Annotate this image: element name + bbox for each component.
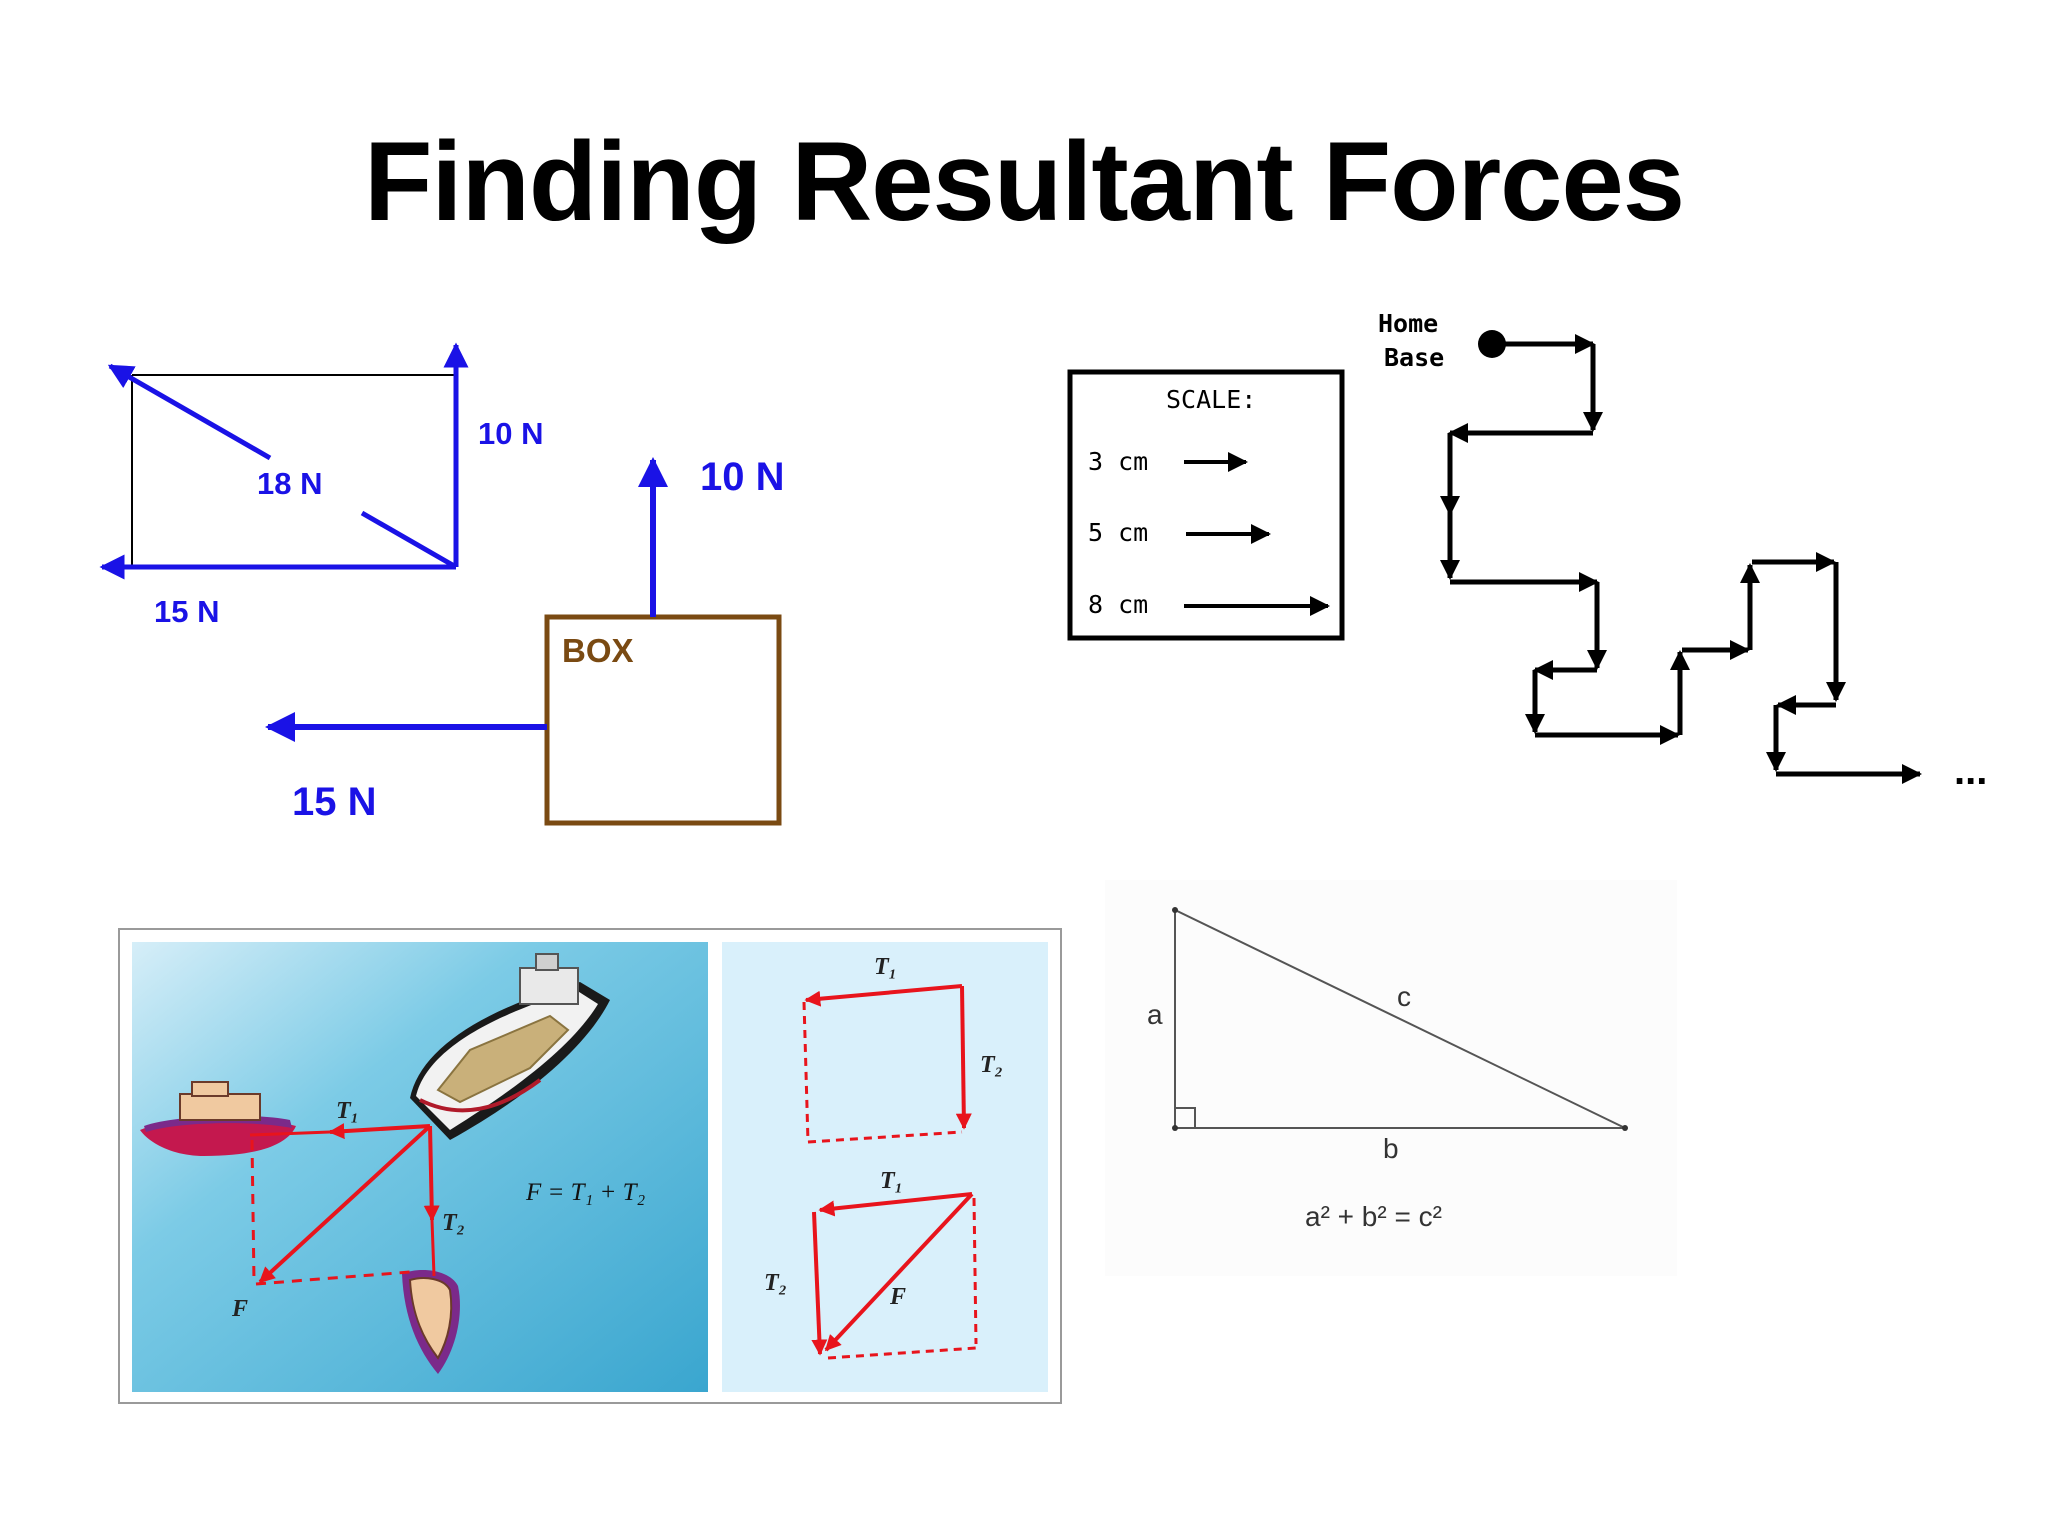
home-base-label-line1: Home [1378,309,1438,338]
pythagorean-equation: a² + b² = c² [1305,1201,1442,1232]
t1-vector [328,1123,431,1140]
vector-panel-background [722,942,1048,1392]
up-force-label: 10 N [700,455,785,499]
vertical-force-label: 10 N [478,416,543,451]
box-shape [544,614,782,826]
ships-diagram: T₁ T₂ F F = T₁ + T₂ T₁ T₂ T₁ T₂ F [118,928,1062,1404]
scale-heading: SCALE: [1166,385,1256,414]
home-base-path-diagram: Home Base ... [1378,309,1987,793]
scale-row-label: 3 cm [1088,447,1148,476]
scale-row-label: 5 cm [1088,518,1148,547]
panel-bottom-f-vector [824,1192,974,1352]
t2-vector [423,1125,440,1222]
t1-rope [249,1130,331,1137]
panel-t2-label: T₂ [980,1052,1003,1078]
vertex-dot [1172,907,1178,913]
scale-legend: SCALE: 3 cm 5 cm 8 cm [1067,369,1345,641]
dashed-edge [255,1270,411,1286]
panel-bottom-f-label: F [889,1284,906,1310]
right-triangle-diagram: a b c a² + b² = c² [1105,880,1677,1276]
t2-rope [430,1219,436,1277]
panel-bottom-t1-label: T₁ [880,1168,903,1194]
diagonal-force-label: 18 N [257,466,322,501]
home-base-label-line2: Base [1384,343,1444,372]
ships-diagram-svg: T₁ T₂ F F = T₁ + T₂ T₁ T₂ T₁ T₂ F [132,942,1048,1392]
panel-t1-vector [804,984,963,1007]
path-continuation: ... [1954,749,1987,793]
right-angle-marker [1175,1107,1196,1128]
panel-dashed-edge [827,1346,977,1360]
panel-bottom-t2-vector [811,1211,828,1356]
t1-label: T₁ [336,1098,359,1124]
panel-dashed-edge [972,1197,978,1345]
triangle-panel-background [1105,880,1677,1276]
scale-row-label: 8 cm [1088,590,1148,619]
dashed-edge [250,1139,256,1283]
panel-dashed-edge [802,1001,810,1143]
diagonal-force-arrow-upper [107,363,272,461]
tugboat-bottom [402,1270,460,1374]
panel-bottom-t1-vector [818,1192,973,1217]
scale-frame [1067,369,1345,641]
diagonal-force-arrow-lower [360,510,458,570]
left-force-label: 15 N [292,780,377,824]
box-force-diagram: BOX 10 N 15 N [265,455,785,826]
box-label: BOX [562,632,634,669]
horizontal-force-label: 15 N [154,594,219,629]
resultant-equation: F = T₁ + T₂ [525,1179,646,1206]
path-segments [1440,334,1922,784]
t2-label: T₂ [442,1210,465,1236]
slide-title: Finding Resultant Forces [363,119,1685,244]
panel-t1-label: T₁ [874,954,897,980]
side-a-label: a [1147,999,1163,1030]
cargo-ship [410,953,610,1140]
force-rectangle-diagram: 18 N 10 N 15 N [99,342,543,629]
tugboat-left [140,1081,296,1156]
side-b-label: b [1383,1133,1399,1164]
vertex-dot [1622,1125,1628,1131]
panel-dashed-edge [807,1130,963,1144]
panel-bottom-t2-label: T₂ [764,1270,787,1296]
side-c-label: c [1397,981,1411,1012]
resultant-f-vector [258,1124,432,1284]
f-label: F [231,1296,248,1322]
right-triangle [1174,908,1626,1129]
panel-t2-vector [955,985,972,1130]
vertex-dot [1172,1125,1178,1131]
